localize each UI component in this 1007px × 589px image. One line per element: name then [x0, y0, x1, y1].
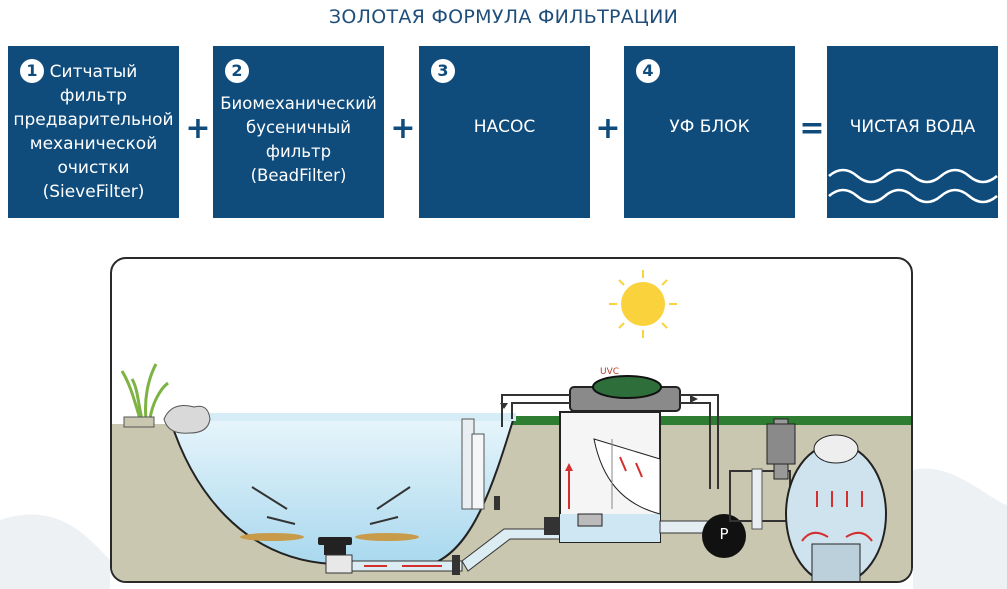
- sediment-flow-arrows: [251, 486, 411, 525]
- reed-plant: [120, 363, 169, 420]
- equals-operator: =: [799, 111, 825, 146]
- filter-flow-arrows: [801, 491, 873, 542]
- return-pipe-top: [501, 394, 570, 427]
- sun-icon: [609, 270, 677, 338]
- water-waves-icon: [828, 168, 998, 204]
- pipe-uv-to-pump: [680, 394, 719, 489]
- step-number-badge: 1: [20, 59, 44, 83]
- grass-strip: [512, 416, 911, 425]
- pump-icon: [702, 514, 746, 558]
- step-label: Биомеханический бусеничный фильтр (BeadF…: [220, 94, 377, 185]
- step-number-badge: 2: [225, 59, 249, 83]
- step-label: Ситчатый фильтр предварительной механиче…: [13, 62, 174, 202]
- rock: [163, 405, 211, 434]
- step-label: НАСОС: [473, 117, 536, 137]
- pump-label: P: [719, 525, 729, 543]
- step-number-badge: 3: [431, 59, 455, 83]
- pond-filtration-diagram: UVC P: [110, 257, 913, 583]
- step-box-uv-unit: 4 УФ БЛОК: [624, 46, 795, 218]
- page-title: ЗОЛОТАЯ ФОРМУЛА ФИЛЬТРАЦИИ: [328, 6, 679, 28]
- plus-operator: +: [595, 111, 621, 146]
- plus-operator: +: [390, 111, 416, 146]
- result-box-clean-water: ЧИСТАЯ ВОДА: [827, 46, 998, 218]
- uvc-label: UVC: [600, 367, 620, 377]
- step-box-sieve-filter: 1 Ситчатый фильтр предварительной механи…: [8, 46, 179, 218]
- step-box-bead-filter: 2 Биомеханический бусеничный фильтр (Bea…: [213, 46, 384, 218]
- multiport-valve: [766, 423, 796, 465]
- pond-scene: [112, 270, 911, 581]
- step-number-badge: 4: [636, 59, 660, 83]
- plus-operator: +: [185, 111, 211, 146]
- uv-lamp-cap: [592, 375, 662, 399]
- step-box-pump: 3 НАСОС: [419, 46, 590, 218]
- result-label: ЧИСТАЯ ВОДА: [849, 117, 976, 137]
- step-label: УФ БЛОК: [669, 117, 750, 137]
